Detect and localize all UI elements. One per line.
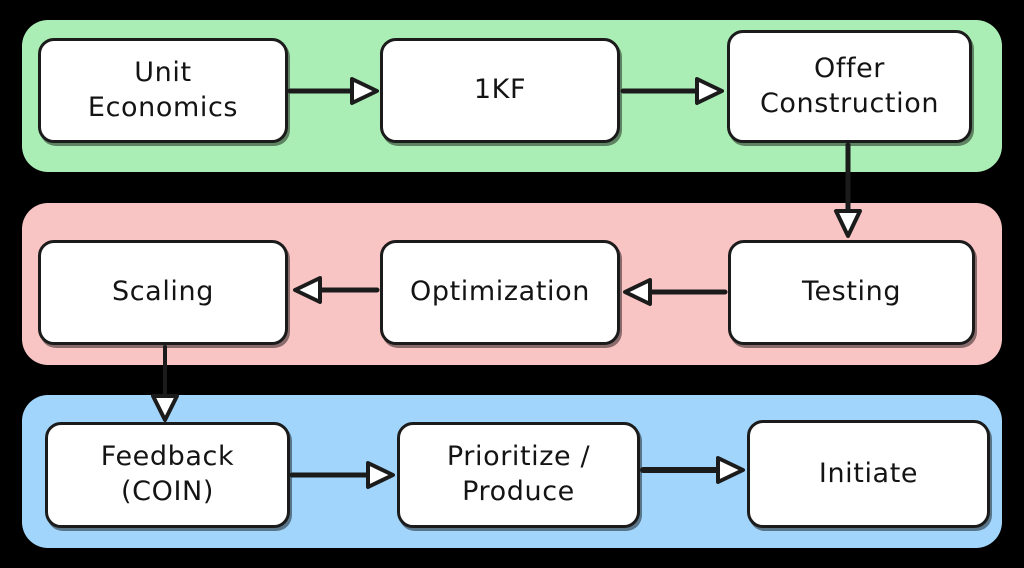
node-1kf-label: 1KF [473,74,527,106]
node-scaling-label: Scaling [112,276,214,308]
node-optimization[interactable]: Optimization [380,240,620,345]
node-unit-economics-label: Unit Economics [87,56,239,123]
node-offer-construction-label: Offer Construction [759,52,940,119]
node-prioritize-produce-label: Prioritize / Produce [446,441,591,507]
node-1kf[interactable]: 1KF [380,38,620,143]
node-initiate-label: Initiate [818,457,919,489]
node-unit-economics[interactable]: Unit Economics [38,38,288,143]
node-feedback-coin-label: Feedback (COIN) [100,441,235,507]
node-testing-label: Testing [801,276,902,308]
node-optimization-label: Optimization [410,276,590,308]
node-prioritize-produce[interactable]: Prioritize / Produce [397,422,640,528]
node-feedback-coin[interactable]: Feedback (COIN) [45,422,290,528]
node-initiate[interactable]: Initiate [747,420,990,528]
node-testing[interactable]: Testing [728,240,975,345]
node-scaling[interactable]: Scaling [38,240,288,345]
node-offer-construction[interactable]: Offer Construction [727,30,972,143]
